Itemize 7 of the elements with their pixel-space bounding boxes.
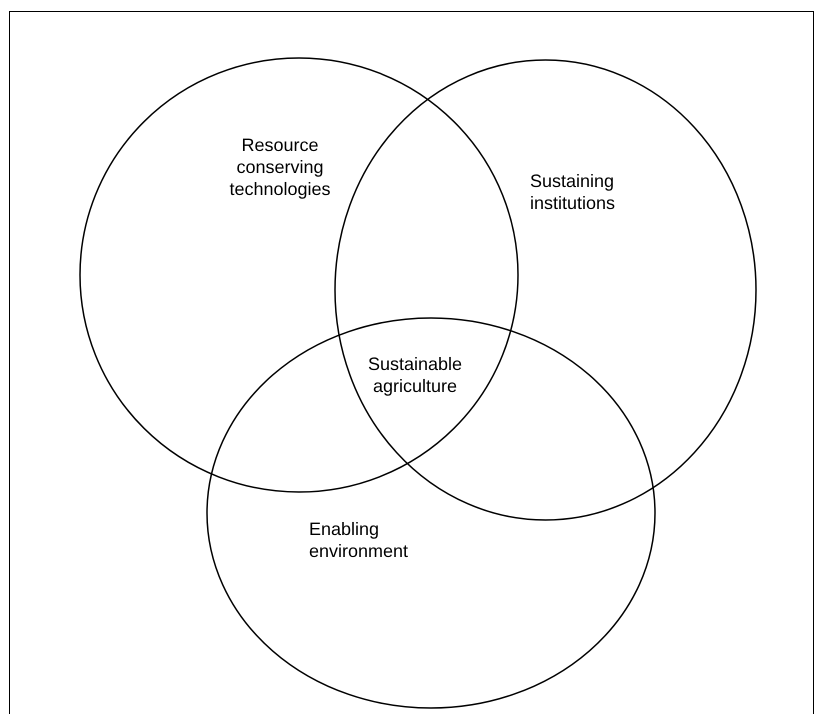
circle-label: Sustaining institutions	[530, 170, 616, 214]
circle	[207, 318, 655, 708]
circle	[335, 60, 756, 520]
circle	[80, 58, 518, 492]
circle-label: Enabling environment	[309, 518, 410, 562]
overlap-label: Sustainable agriculture	[366, 353, 464, 397]
circle-label: Resource conserving technologies	[228, 134, 332, 200]
